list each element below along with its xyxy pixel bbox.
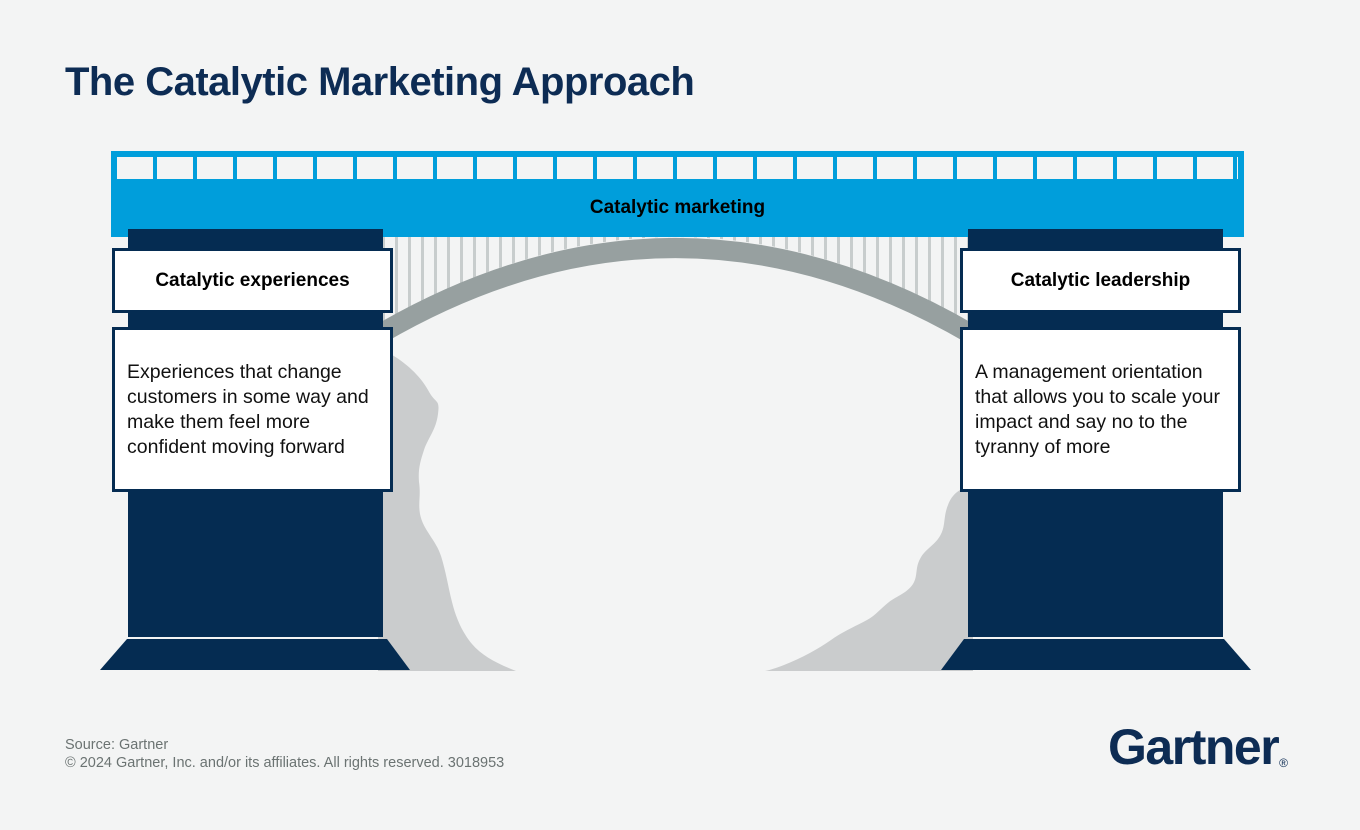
bridge-arch (374, 238, 977, 343)
source-line: Source: Gartner (65, 737, 169, 753)
left-pillar-description: Experiences that change customers in som… (127, 360, 369, 458)
right-pillar-description: A management orientation that allows you… (975, 360, 1220, 458)
gartner-logo-text: Gartner (1108, 719, 1280, 775)
bridge-deck: Catalytic marketing (111, 151, 1244, 237)
deck-railing (117, 157, 1238, 179)
right-pillar-title-box: Catalytic leadership (960, 248, 1241, 313)
right-pillar-title: Catalytic leadership (1010, 269, 1191, 291)
right-pillar-base (941, 639, 1251, 670)
left-pillar-base (100, 639, 410, 670)
right-rock-cliff (765, 485, 973, 671)
gartner-logo: Gartner ® (1108, 718, 1288, 776)
registered-trademark-icon: ® (1279, 756, 1288, 770)
left-rock-cliff (378, 348, 516, 671)
left-pillar-title-box: Catalytic experiences (112, 248, 393, 313)
deck-band: Catalytic marketing (111, 179, 1244, 237)
left-pillar-description-box: Experiences that change customers in som… (112, 327, 393, 492)
page-title: The Catalytic Marketing Approach (65, 60, 695, 104)
copyright-line: © 2024 Gartner, Inc. and/or its affiliat… (65, 755, 505, 771)
footer-attribution: Source: Gartner © 2024 Gartner, Inc. and… (65, 736, 504, 772)
deck-label: Catalytic marketing (589, 197, 766, 218)
left-pillar-title: Catalytic experiences (155, 269, 350, 291)
right-pillar-description-box: A management orientation that allows you… (960, 327, 1241, 492)
